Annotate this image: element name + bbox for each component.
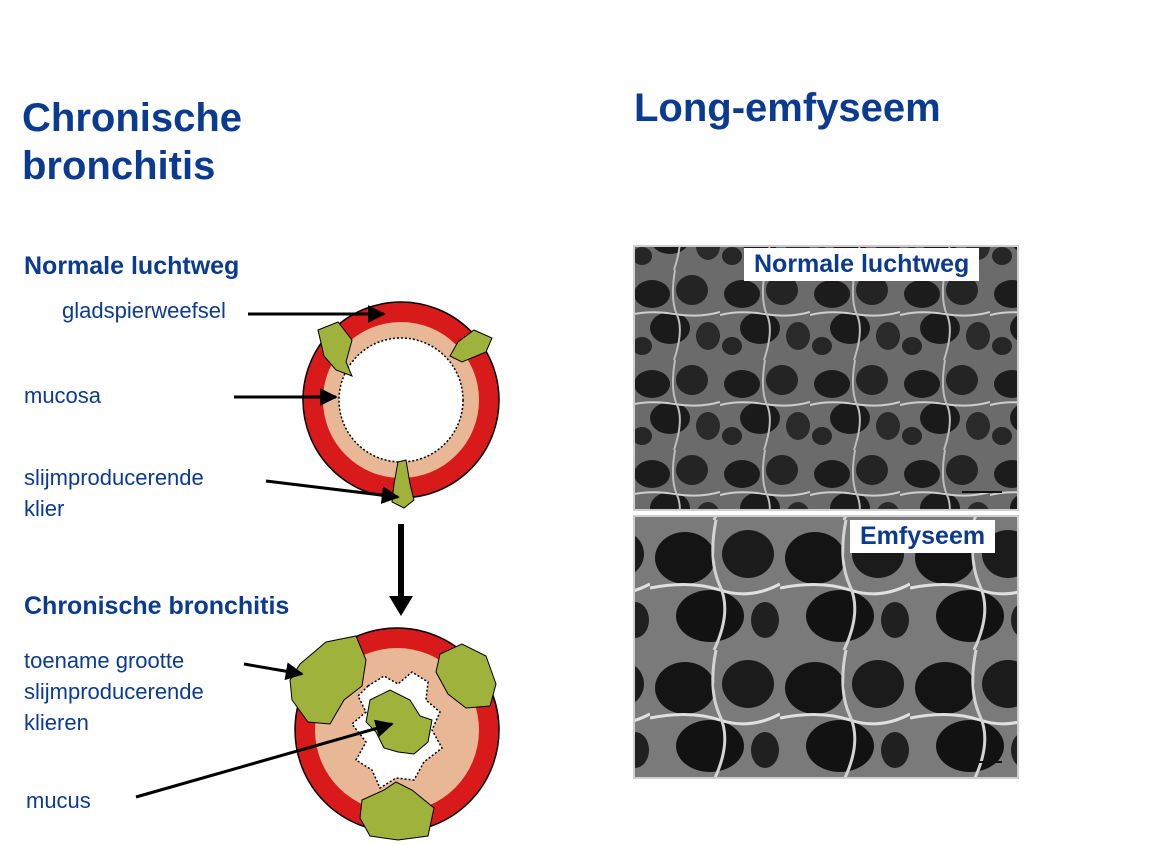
normal-airway-diagram [302, 301, 500, 509]
photo-caption-normal: Normale luchtweg [744, 248, 980, 281]
label-gland: slijmproducerende klier [24, 465, 204, 521]
bronchitis-heading: Chronische bronchitis [24, 592, 290, 620]
enlarged-gland-left [289, 635, 367, 725]
photo-caption-emphysema: Emfyseem [850, 520, 996, 553]
label-enlarged-glands: toename grootte slijmproducerende kliere… [24, 648, 204, 735]
label-mucus: mucus [26, 788, 91, 813]
emphysema-lung-photo [633, 515, 1019, 779]
gland-right [449, 329, 493, 363]
gland-left [317, 321, 353, 377]
arrow-gland [265, 479, 400, 504]
right-title: Long-emfyseem [634, 86, 941, 130]
bronchitis-airway-diagram [289, 627, 500, 841]
label-smooth-muscle: gladspierweefsel [62, 298, 226, 323]
airway-lumen [338, 337, 464, 463]
enlarged-gland-bottom [359, 781, 435, 841]
arrow-mucus [135, 719, 394, 799]
left-title: Chronische bronchitis [22, 96, 243, 188]
arrow-enlarged-glands [243, 662, 304, 681]
transition-arrow-head [389, 596, 413, 616]
normal-airway-heading: Normale luchtweg [24, 252, 240, 280]
enlarged-gland-right [435, 643, 497, 709]
label-mucosa: mucosa [24, 383, 102, 408]
normal-lung-photo [633, 245, 1019, 511]
